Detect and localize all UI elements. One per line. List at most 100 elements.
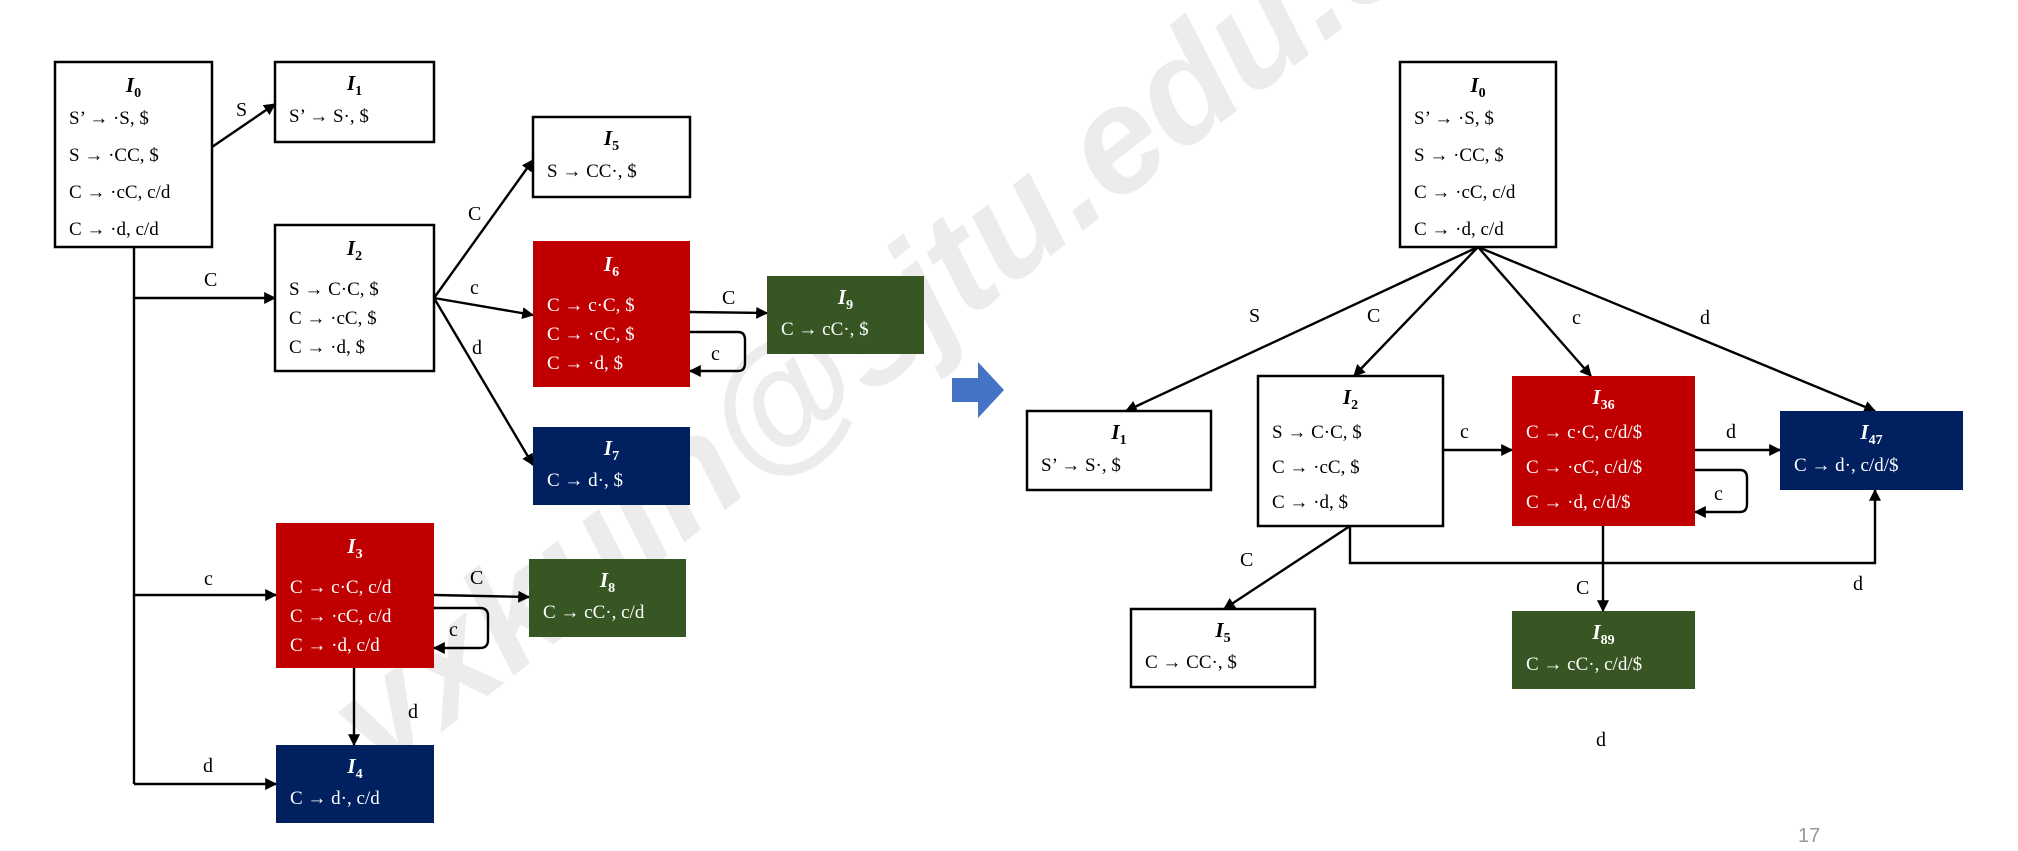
state-box <box>276 745 434 823</box>
transition-left-I2-I6: c <box>433 277 535 320</box>
lr-item: S’ → ·S, $ <box>1414 108 1494 129</box>
lr-item: C → c·C, $ <box>547 295 635 316</box>
lr-item: C → ·cC, $ <box>547 324 635 345</box>
transition-label: d <box>1853 573 1863 595</box>
state-right-I2: I2S → C·C, $C → ·cC, $C → ·d, $ <box>1256 374 1445 528</box>
transition-label: C <box>204 269 217 291</box>
state-left-I7: I7C → d·, $ <box>533 427 690 505</box>
lr-item: C → ·d, c/d <box>290 635 380 656</box>
transition-label: d <box>203 755 213 777</box>
state-title: I7 <box>603 436 619 464</box>
page-number: 17 <box>1798 825 1820 847</box>
transition-left-I2-I5: C <box>433 159 534 299</box>
lr-item: C → cC·, c/d <box>543 602 645 623</box>
state-title: I2 <box>346 236 362 264</box>
lr-item: C → ·d, $ <box>1272 492 1348 513</box>
state-title: I2 <box>1342 385 1358 413</box>
state-box <box>1025 409 1213 492</box>
lr-item: S → C·C, $ <box>289 279 379 300</box>
transition-left-I2-I7: d <box>432 297 535 467</box>
transition-arrow <box>1353 246 1479 377</box>
state-box <box>767 276 924 354</box>
state-left-I3: I3C → c·C, c/dC → ·cC, c/dC → ·d, c/d <box>276 523 434 668</box>
state-title: I6 <box>603 252 619 280</box>
state-left-I0: I0S’ → ·S, $S → ·CC, $C → ·cC, c/dC → ·d… <box>53 60 214 249</box>
state-box <box>1512 376 1695 526</box>
state-box <box>1398 60 1558 249</box>
transition-right-I36-I89: C <box>1576 526 1609 613</box>
state-title: I3 <box>346 534 362 562</box>
state-box <box>1256 374 1445 528</box>
state-right-I0: I0S’ → ·S, $S → ·CC, $C → ·cC, c/dC → ·d… <box>1398 60 1558 249</box>
state-title: I89 <box>1591 620 1614 648</box>
lr-item: C → ·cC, $ <box>1272 457 1360 478</box>
state-title: I4 <box>346 754 362 782</box>
state-title: I5 <box>603 126 619 154</box>
transition-label: C <box>470 567 483 589</box>
lr-item: C → d·, c/d/$ <box>1794 455 1899 476</box>
state-right-I89: I89 C → cC·, c/d/$ <box>1512 611 1695 689</box>
transition-arrow <box>688 330 747 377</box>
lr-item: C → cC·, c/d/$ <box>1526 654 1642 675</box>
transition-label: c <box>1572 307 1581 329</box>
lr-item: S’ → ·S, $ <box>69 108 149 129</box>
lr-item: C → ·cC, $ <box>289 308 377 329</box>
lr-item: C → ·d, $ <box>289 337 365 358</box>
transition-label: d <box>408 701 418 723</box>
stray-edge-label: d <box>1596 729 1606 751</box>
lr-item: C → ·cC, c/d <box>1414 182 1516 203</box>
transition-arrow <box>432 606 490 654</box>
state-title: I8 <box>599 568 615 596</box>
transition-label: d <box>472 337 482 359</box>
transition-right-I0-I36: c <box>1477 246 1592 377</box>
lr-item: S → ·CC, $ <box>1414 145 1504 166</box>
state-left-I9: I9C → cC·, $ <box>767 276 924 354</box>
transition-arrow <box>1124 245 1479 413</box>
transition-label: c <box>449 619 458 641</box>
state-box <box>1512 611 1695 689</box>
lr-item: S’ → S·, $ <box>1041 455 1121 476</box>
lr-item: C → CC·, $ <box>1145 652 1237 673</box>
transition-arrow <box>1348 488 1881 565</box>
transition-label: c <box>1460 421 1469 443</box>
transition-arrow <box>432 297 535 467</box>
transition-left-I3-I3: c <box>432 606 490 654</box>
transition-right-I2-I47: d <box>1348 488 1881 595</box>
state-title: I1 <box>346 71 362 99</box>
transition-label: C <box>722 287 735 309</box>
state-left-I6: I6C → c·C, $C → ·cC, $C → ·d, $ <box>533 241 690 387</box>
state-box <box>533 241 690 387</box>
transition-right-I0-I1: S <box>1124 245 1479 413</box>
transition-arrow <box>1477 246 1592 377</box>
transition-arrow <box>1222 524 1351 611</box>
transition-label: c <box>204 568 213 590</box>
transition-label: C <box>1576 577 1589 599</box>
transition-label: d <box>1700 307 1710 329</box>
transition-label: S <box>1249 305 1260 327</box>
state-left-I5: I5S → CC·, $ <box>531 115 692 199</box>
transition-right-I2-I5: C <box>1222 524 1351 611</box>
transition-arrow <box>1477 245 1877 413</box>
state-box <box>53 60 214 249</box>
transition-arrow <box>433 296 535 320</box>
transition-right-I0-I47: d <box>1477 245 1877 413</box>
transition-left-I3-I8: C <box>433 567 531 603</box>
lr-item: C → cC·, $ <box>781 319 869 340</box>
state-box <box>273 223 436 373</box>
transition-label: C <box>1240 549 1253 571</box>
transition-left-I0-I1: S <box>211 99 276 148</box>
state-box <box>273 60 436 144</box>
transition-right-I36-I47: d <box>1695 421 1782 456</box>
transition-right-I36-I36: c <box>1693 468 1749 518</box>
lr-item: S → ·CC, $ <box>69 145 159 166</box>
lr-item: C → ·cC, c/d <box>290 606 392 627</box>
state-right-I5: I5C → CC·, $ <box>1129 607 1317 689</box>
transition-arrow <box>689 306 769 319</box>
state-left-I4: I4C → d·, c/d <box>276 745 434 823</box>
transition-label: C <box>1367 305 1380 327</box>
transition-left-I6-I6: c <box>688 330 747 377</box>
lr-item: C → c·C, c/d/$ <box>1526 422 1642 443</box>
state-title: I36 <box>1591 385 1614 413</box>
